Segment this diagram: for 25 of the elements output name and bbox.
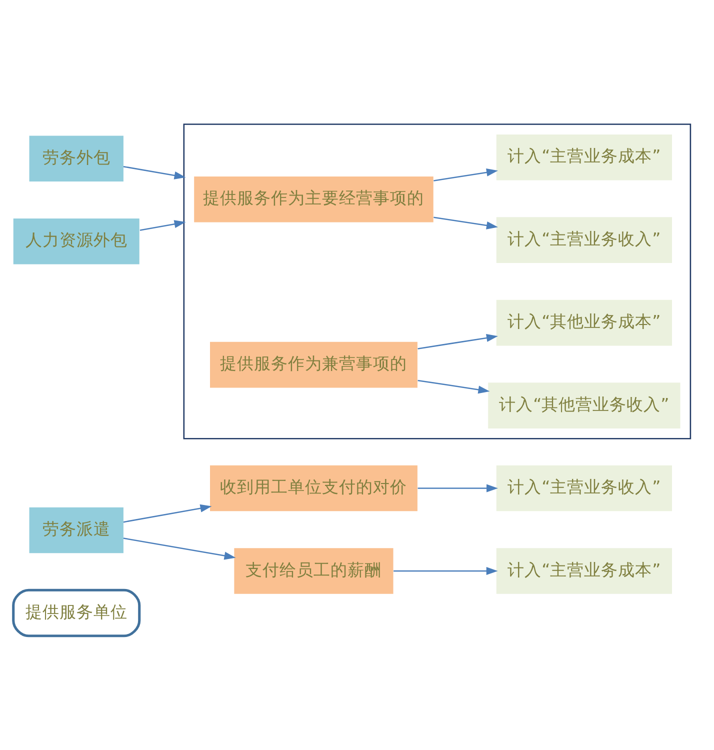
node-box: 提供服务单位 — [12, 588, 141, 638]
arrow — [140, 220, 186, 231]
arrow — [434, 216, 498, 230]
node-box: 计入“主营业务收入” — [496, 465, 672, 512]
node-box: 计入“其他业务成本” — [496, 300, 672, 346]
node-box: 提供服务作为主要经营事项的 — [194, 176, 434, 222]
node-box: 计入“主营业务收入” — [496, 217, 672, 263]
cluster — [183, 124, 692, 440]
node-box: 计入“主营业务成本” — [496, 548, 672, 594]
arrow — [123, 504, 212, 523]
arrow — [123, 538, 236, 560]
arrow — [123, 166, 186, 180]
node-box: 提供服务作为兼营事项的 — [210, 342, 418, 388]
node-box: 支付给员工的薪酬 — [234, 548, 394, 594]
arrow — [434, 168, 498, 182]
arrow — [418, 484, 498, 492]
arrow — [394, 566, 498, 576]
node-box: 收到用工单位支付的对价 — [210, 465, 418, 512]
node-box: 劳务派遣 — [29, 507, 124, 554]
arrow — [418, 380, 490, 394]
node-box: 劳务外包 — [29, 136, 124, 182]
node-box: 计入“其他营业务收入” — [488, 382, 680, 428]
node-box: 计入“主营业务成本” — [496, 134, 672, 180]
arrow — [418, 334, 498, 350]
node-box: 人力资源外包 — [13, 218, 140, 264]
